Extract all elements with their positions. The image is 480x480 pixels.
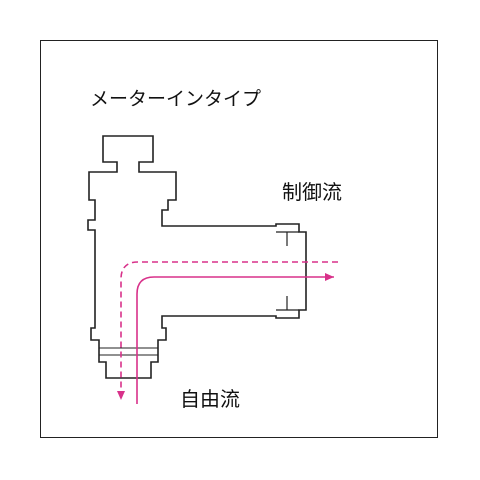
- free-flow-label: 自由流: [180, 387, 240, 411]
- free-flow-arrow: [136, 273, 334, 404]
- valve-body-outline: [87, 135, 307, 379]
- meter-in-type-label: メーターインタイプ: [90, 88, 262, 110]
- control-flow-arrow: [117, 261, 338, 400]
- control-flow-label: 制御流: [282, 180, 342, 204]
- diagram-frame: [40, 40, 438, 438]
